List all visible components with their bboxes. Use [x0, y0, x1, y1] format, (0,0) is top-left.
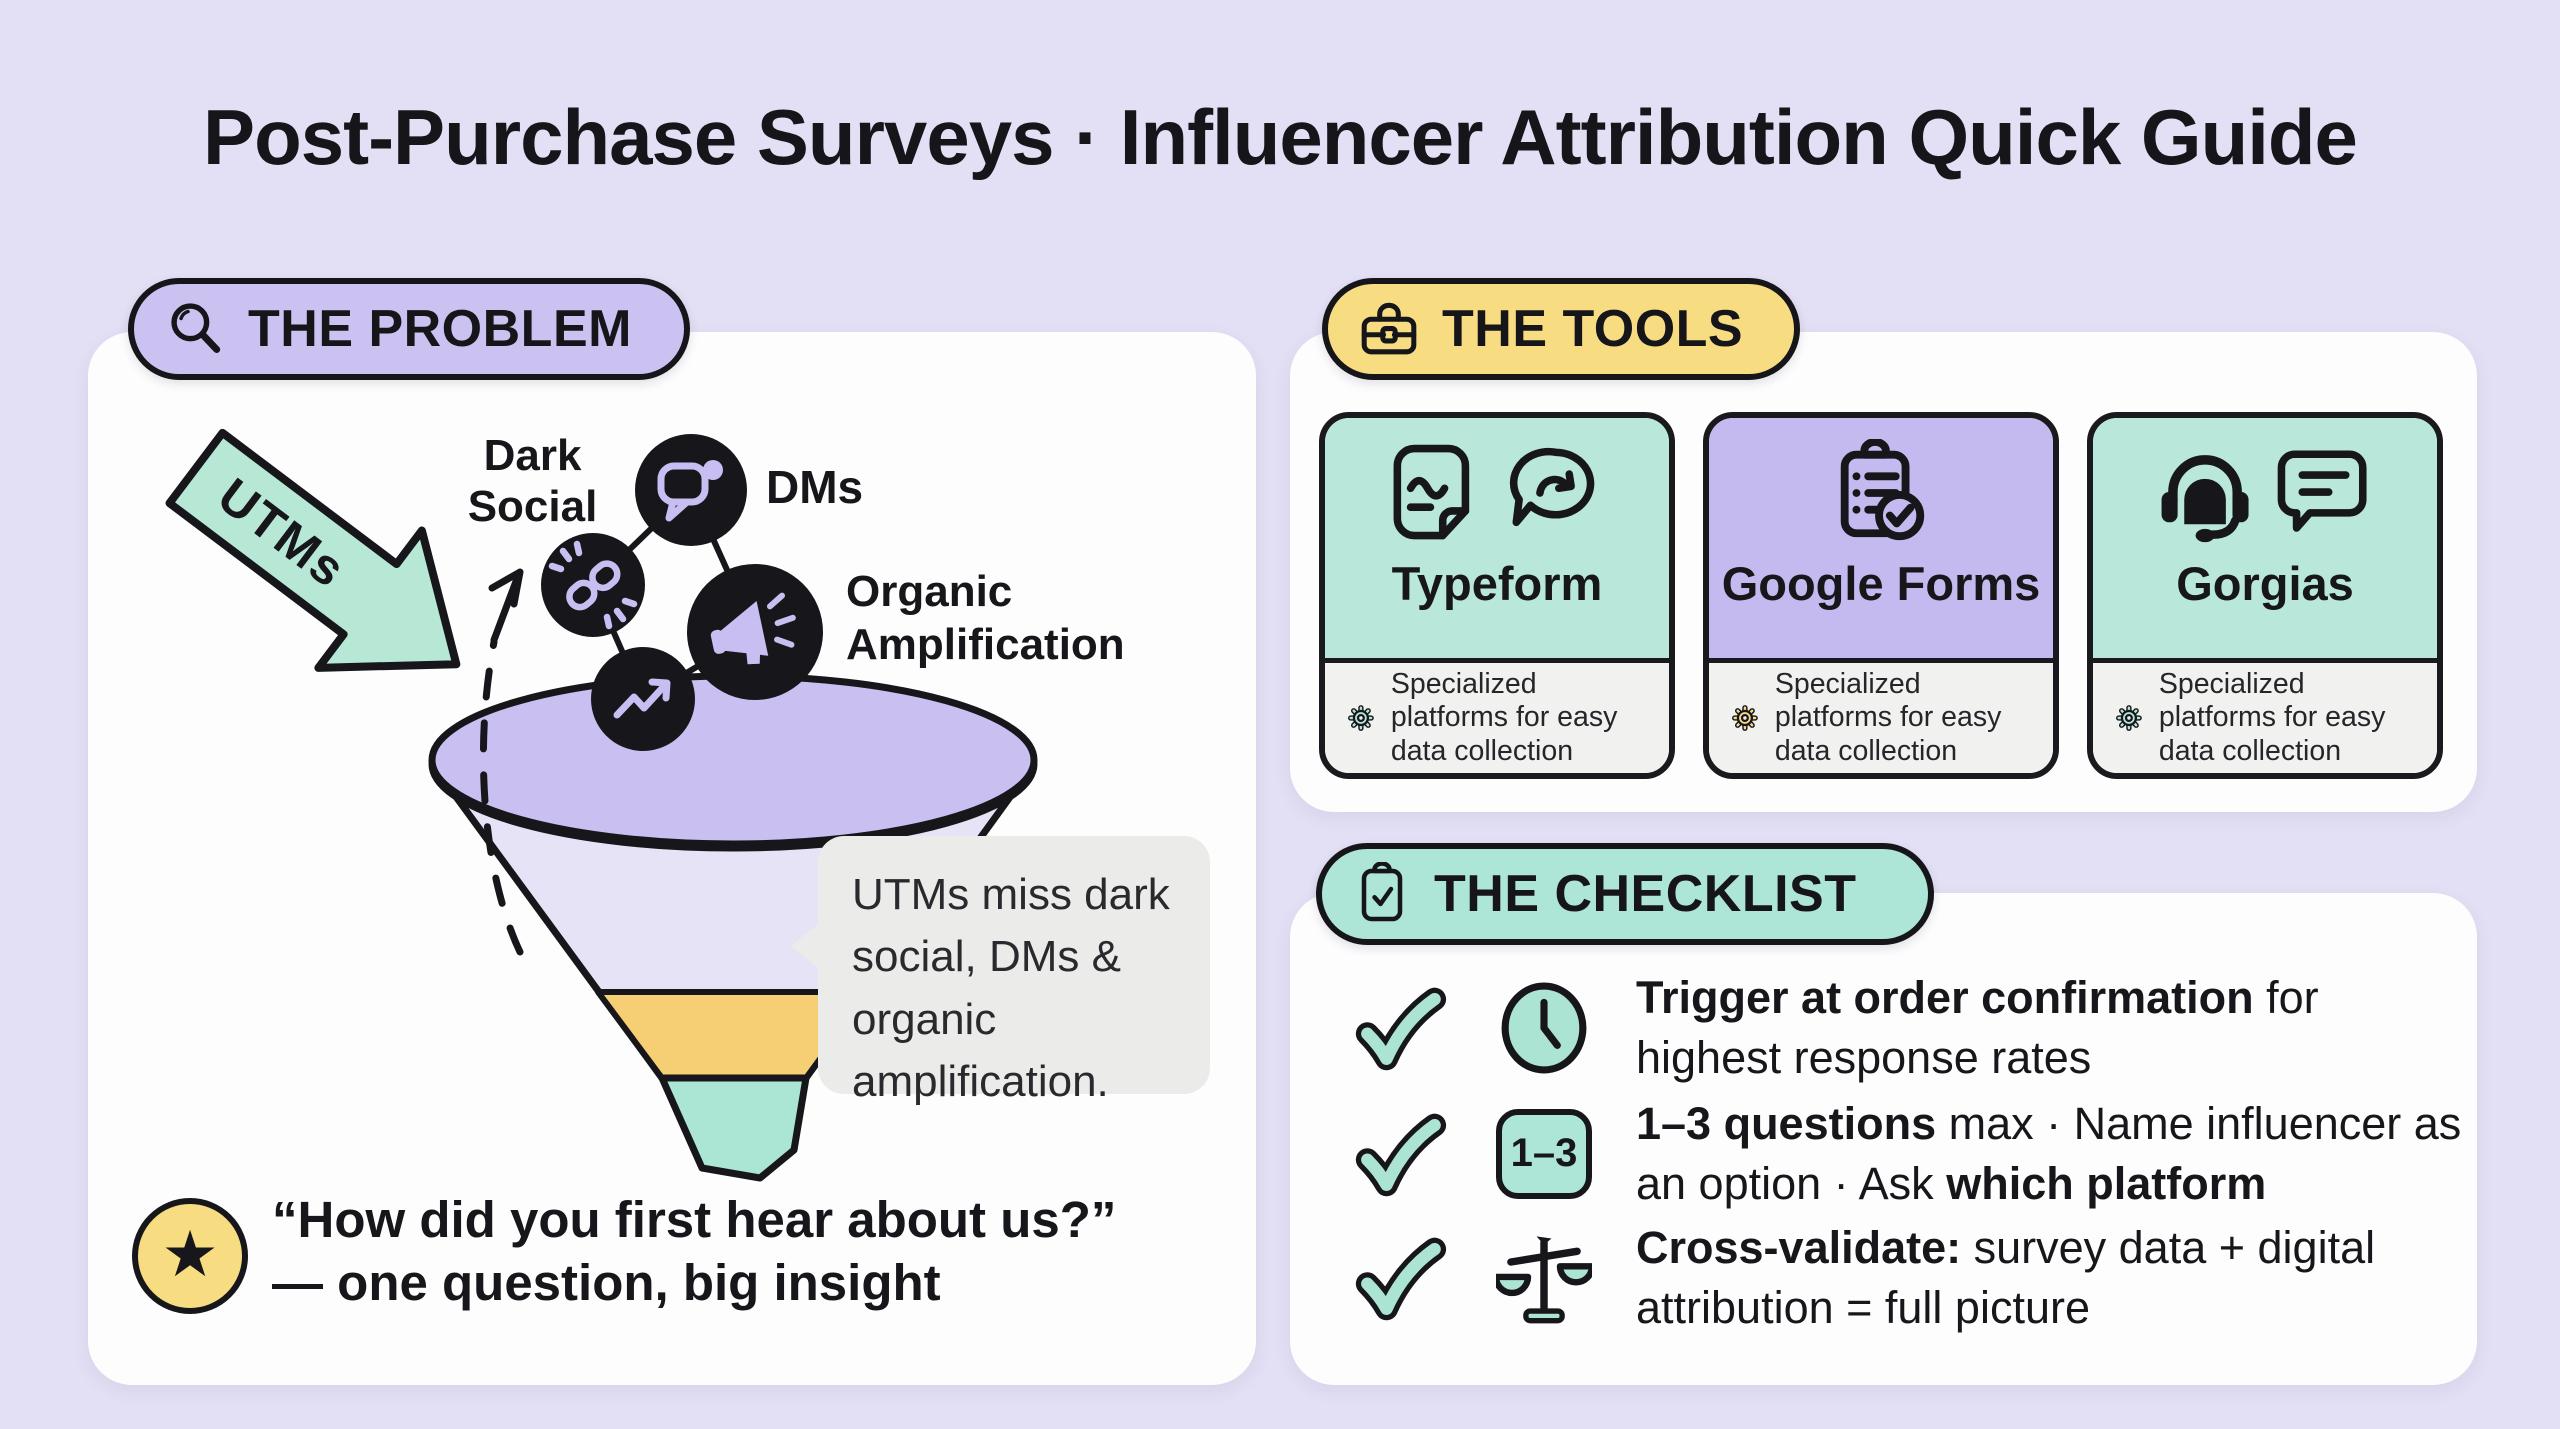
- gear-icon: [1348, 705, 1374, 731]
- checklist-item-trigger: Trigger at order confirmation for highes…: [1352, 968, 2466, 1088]
- star-badge: ★: [132, 1198, 248, 1314]
- key-question-quote: “How did you first hear about us?” — one…: [272, 1188, 1272, 1314]
- check-icon: [1355, 1237, 1447, 1321]
- tool-card-gorgias: Gorgias: [2087, 412, 2443, 779]
- dms-node: [635, 434, 747, 546]
- clipboard-check-icon: [1352, 860, 1412, 927]
- organic-amplification-node: [687, 564, 823, 700]
- quote-line-1: “How did you first hear about us?”: [272, 1191, 1117, 1248]
- magnifier-icon: [164, 296, 226, 363]
- tools-badge: THE TOOLS: [1322, 278, 1800, 380]
- tool-cards-row: Typeform: [1319, 412, 2443, 779]
- star-icon: ★: [161, 1218, 219, 1290]
- message-bubble-icon: [2272, 441, 2376, 550]
- problem-badge: THE PROBLEM: [128, 278, 690, 380]
- tool-description: Specialized platforms for easy data coll…: [1774, 667, 2002, 767]
- checklist-item-text: Trigger at order confirmation for highes…: [1636, 972, 2319, 1083]
- checklist-item-text: 1–3 questions max · Name influencer as a…: [1636, 1098, 2462, 1209]
- tool-description: Specialized platforms for easy data coll…: [2158, 667, 2386, 767]
- checklist-panel: [1290, 893, 2477, 1385]
- tool-description: Specialized platforms for easy data coll…: [1390, 667, 1618, 767]
- tool-card-typeform-bottom: Specialized platforms for easy data coll…: [1325, 658, 1669, 773]
- dms-label: DMs: [766, 461, 864, 513]
- tool-card-typeform-top: Typeform: [1325, 418, 1669, 658]
- tool-card-google-forms-top: Google Forms: [1709, 418, 2053, 658]
- one-to-three-badge: 1–3: [1496, 1108, 1592, 1199]
- headset-icon: [2154, 441, 2258, 550]
- toolbox-icon: [1358, 296, 1420, 363]
- dark-social-node: [541, 533, 645, 637]
- utm-miss-speech-bubble: UTMs miss dark social, DMs & organic amp…: [791, 836, 1210, 1106]
- tool-name: Google Forms: [1721, 557, 2041, 610]
- tool-card-google-forms: Google Forms: [1703, 412, 2059, 779]
- survey-doc-icon: [1386, 441, 1490, 550]
- gear-icon: [1732, 705, 1758, 731]
- tool-card-gorgias-bottom: Specialized platforms for easy data coll…: [2093, 658, 2437, 773]
- checklist-item-text: Cross-validate: survey data + digital at…: [1636, 1222, 2376, 1333]
- tool-name: Typeform: [1391, 557, 1603, 610]
- tool-name: Gorgias: [2176, 557, 2354, 610]
- clock-icon: [1501, 982, 1587, 1074]
- gear-icon: [2116, 705, 2142, 731]
- share-bubble-icon: [1504, 441, 1608, 550]
- clipboard-list-check-icon: [1827, 437, 1935, 552]
- scale-icon: [1496, 1236, 1592, 1324]
- link-icon: [548, 540, 638, 630]
- dashed-arrow: [479, 568, 524, 956]
- megaphone-icon: [710, 592, 796, 665]
- quote-line-2: — one question, big insight: [272, 1254, 941, 1312]
- checklist-badge: THE CHECKLIST: [1316, 843, 1934, 945]
- chat-icon: [657, 460, 723, 522]
- tool-card-gorgias-top: Gorgias: [2093, 418, 2437, 658]
- problem-badge-label: THE PROBLEM: [248, 300, 632, 358]
- checklist-item-cross-validate: Cross-validate: survey data + digital at…: [1352, 1218, 2466, 1338]
- checklist-badge-label: THE CHECKLIST: [1434, 865, 1857, 923]
- tool-card-google-forms-bottom: Specialized platforms for easy data coll…: [1709, 658, 2053, 773]
- organic-amplification-label: Organic Amplification: [846, 567, 1125, 669]
- tool-card-typeform: Typeform: [1319, 412, 1675, 779]
- tools-badge-label: THE TOOLS: [1442, 300, 1744, 358]
- trend-node: [591, 647, 695, 751]
- checklist-item-questions: 1–3 1–3 questions max · Name influencer …: [1352, 1094, 2466, 1214]
- check-icon: [1355, 987, 1447, 1071]
- page-title: Post-Purchase Surveys · Influencer Attri…: [203, 93, 2358, 181]
- trending-up-icon: [613, 678, 671, 719]
- dark-social-label: Dark Social: [467, 431, 598, 532]
- check-icon: [1355, 1113, 1447, 1197]
